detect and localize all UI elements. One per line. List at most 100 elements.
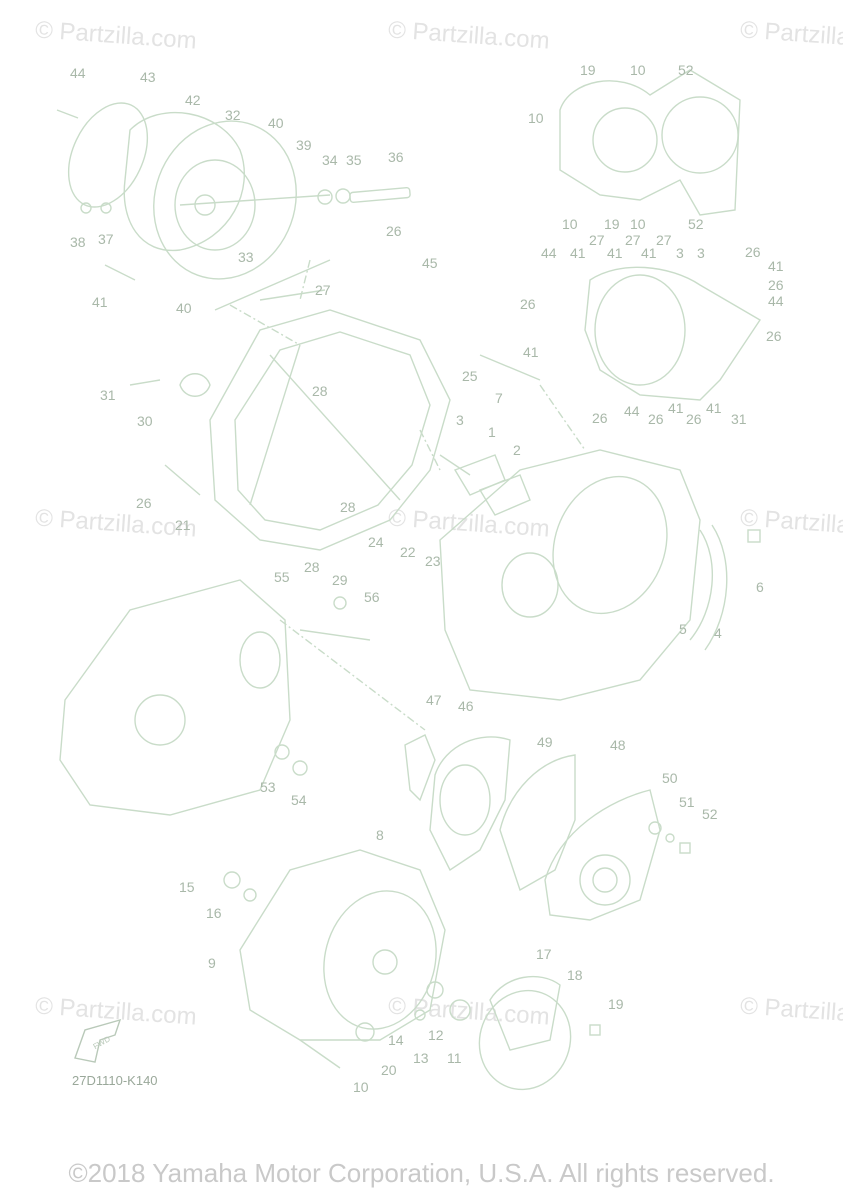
callout-3: 3 [697,245,705,261]
callout-53: 53 [260,779,276,795]
callout-28: 28 [312,383,328,399]
rotor-hub [579,854,631,906]
callout-56: 56 [364,589,380,605]
seal-30 [179,373,211,397]
callout-29: 29 [332,572,348,588]
callout-50: 50 [662,770,678,786]
callout-34: 34 [322,152,338,168]
callout-27: 27 [625,232,641,248]
clutch-8 [323,890,437,1030]
cover-48 [544,789,661,921]
callout-41: 41 [523,344,539,360]
callout-10: 10 [630,216,646,232]
clutch-center [372,949,398,975]
callout-32: 32 [225,107,241,123]
callout-48: 48 [610,737,626,753]
cover-18 [478,989,572,1091]
callout-3: 3 [676,245,684,261]
seal-20 [355,1022,375,1042]
copyright-text: ©2018 Yamaha Motor Corporation, U.S.A. A… [68,1158,775,1188]
callout-27: 27 [315,282,331,298]
cylinder-bore [552,475,668,615]
callout-5: 5 [679,621,687,637]
callout-41: 41 [570,245,586,261]
crankcase-left [59,579,291,816]
callout-31: 31 [731,411,747,427]
callout-52: 52 [702,806,718,822]
gasket-lower [584,266,761,401]
callout-52: 52 [688,216,704,232]
callout-42: 42 [185,92,201,108]
callout-54: 54 [291,792,307,808]
callout-41: 41 [641,245,657,261]
callout-26: 26 [768,277,784,293]
seal-11 [449,999,471,1021]
shift-fork-47 [404,734,436,802]
callout-10: 10 [630,62,646,78]
fwd-arrow-icon: FWD [74,1018,122,1063]
callout-33: 33 [238,249,254,265]
plug-15 [223,871,241,889]
cover-9 [239,849,446,1041]
callout-51: 51 [679,794,695,810]
callout-12: 12 [428,1027,444,1043]
callout-31: 31 [100,387,116,403]
callout-18: 18 [567,967,583,983]
callout-47: 47 [426,692,442,708]
callout-16: 16 [206,905,222,921]
clutch-plate-32 [153,120,297,280]
oring-12 [426,981,444,999]
callout-1: 1 [488,424,496,440]
callout-10: 10 [528,110,544,126]
callout-39: 39 [296,137,312,153]
callout-28: 28 [304,559,320,575]
oring-16 [243,888,257,902]
cover-49 [499,754,576,892]
callout-26: 26 [520,296,536,312]
callout-13: 13 [413,1050,429,1066]
gasket-lower-hole [594,274,686,386]
callout-6: 6 [756,579,764,595]
left-bore [239,631,281,689]
callout-10: 10 [562,216,578,232]
callout-24: 24 [368,534,384,550]
callout-26: 26 [766,328,782,344]
callout-3: 3 [456,412,464,428]
gasket-upper [559,69,741,216]
cover-43 [67,102,149,208]
callout-2: 2 [513,442,521,458]
callout-41: 41 [768,258,784,274]
callout-19: 19 [580,62,596,78]
callout-38: 38 [70,234,86,250]
gasket-5 [689,529,714,641]
crank-bore [501,552,559,618]
shaft-36 [349,186,411,204]
callout-26: 26 [745,244,761,260]
callout-20: 20 [381,1062,397,1078]
bolt-6 [747,529,761,543]
callout-21: 21 [175,517,191,533]
callout-26: 26 [686,411,702,427]
callout-44: 44 [70,65,86,81]
callout-23: 23 [425,553,441,569]
callout-26: 26 [136,495,152,511]
cover-46 [429,736,511,872]
crankcase-right [439,449,701,701]
left-bore-2 [134,694,186,746]
callout-28: 28 [340,499,356,515]
callout-37: 37 [98,231,114,247]
rotor-hub-inner [592,867,618,893]
callout-45: 45 [422,255,438,271]
washer-50 [648,821,662,835]
callout-55: 55 [274,569,290,585]
plug-56 [333,596,347,610]
bolt-19 [589,1024,601,1036]
cover-42 [123,111,245,252]
washer-38 [80,202,92,214]
washer-13 [414,1009,426,1021]
crankcase-cover-21 [209,309,451,551]
callout-15: 15 [179,879,195,895]
hub-center [194,194,216,216]
